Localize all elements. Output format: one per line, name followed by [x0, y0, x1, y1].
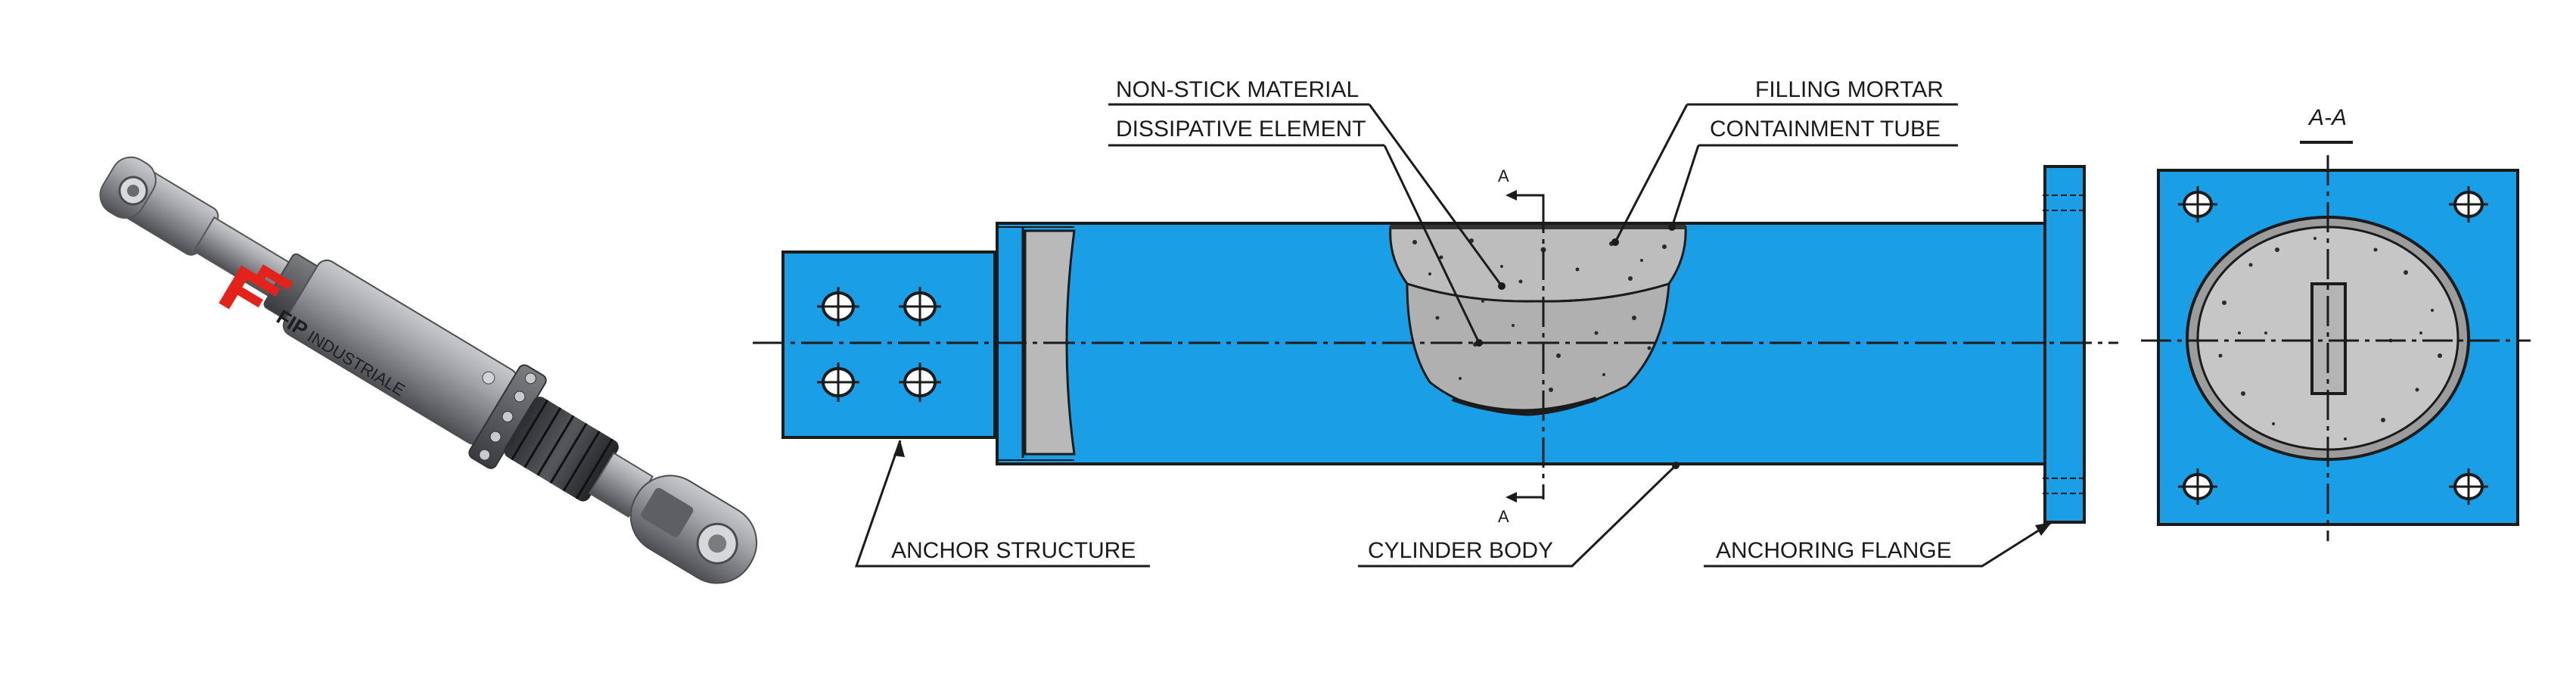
leader-anchoring-flange: [1704, 521, 2052, 568]
leader-cylinder-body: [1358, 464, 1677, 568]
device-photo: FIP INDUSTRIALE: [99, 156, 758, 584]
section-mark-top: A: [1498, 166, 1509, 185]
mortar-cutaway: [1389, 225, 1687, 416]
label-anchoring-flange: ANCHORING FLANGE: [1716, 538, 1952, 563]
label-non-stick-material: NON-STICK MATERIAL: [1116, 77, 1359, 102]
label-anchor-structure: ANCHOR STRUCTURE: [891, 538, 1136, 563]
label-containment-tube: CONTAINMENT TUBE: [1710, 117, 1941, 142]
section-bolts: [2178, 186, 2488, 505]
leader-dissipative: [1383, 145, 1481, 344]
label-dissipative-element: DISSIPATIVE ELEMENT: [1116, 117, 1366, 142]
leader-anchor-structure: [854, 440, 1150, 568]
anchoring-flange: [2043, 165, 2086, 524]
section-view: A-A: [2141, 105, 2531, 541]
leader-non-stick: [1368, 104, 1503, 287]
leader-containment-tube: [1670, 145, 1700, 228]
device-body: [99, 156, 758, 584]
anchor-bolts: [817, 287, 941, 402]
section-mark-bottom: A: [1498, 507, 1509, 526]
section-title: A-A: [2307, 105, 2347, 130]
leader-filling-mortar: [1614, 104, 1689, 243]
label-cylinder-body: CYLINDER BODY: [1368, 538, 1553, 563]
label-filling-mortar: FILLING MORTAR: [1755, 77, 1944, 102]
anchor-structure-block: [782, 251, 996, 439]
longitudinal-drawing: A A NON-STICK MATERIAL DISSIPATIVE ELEME…: [753, 77, 2118, 568]
